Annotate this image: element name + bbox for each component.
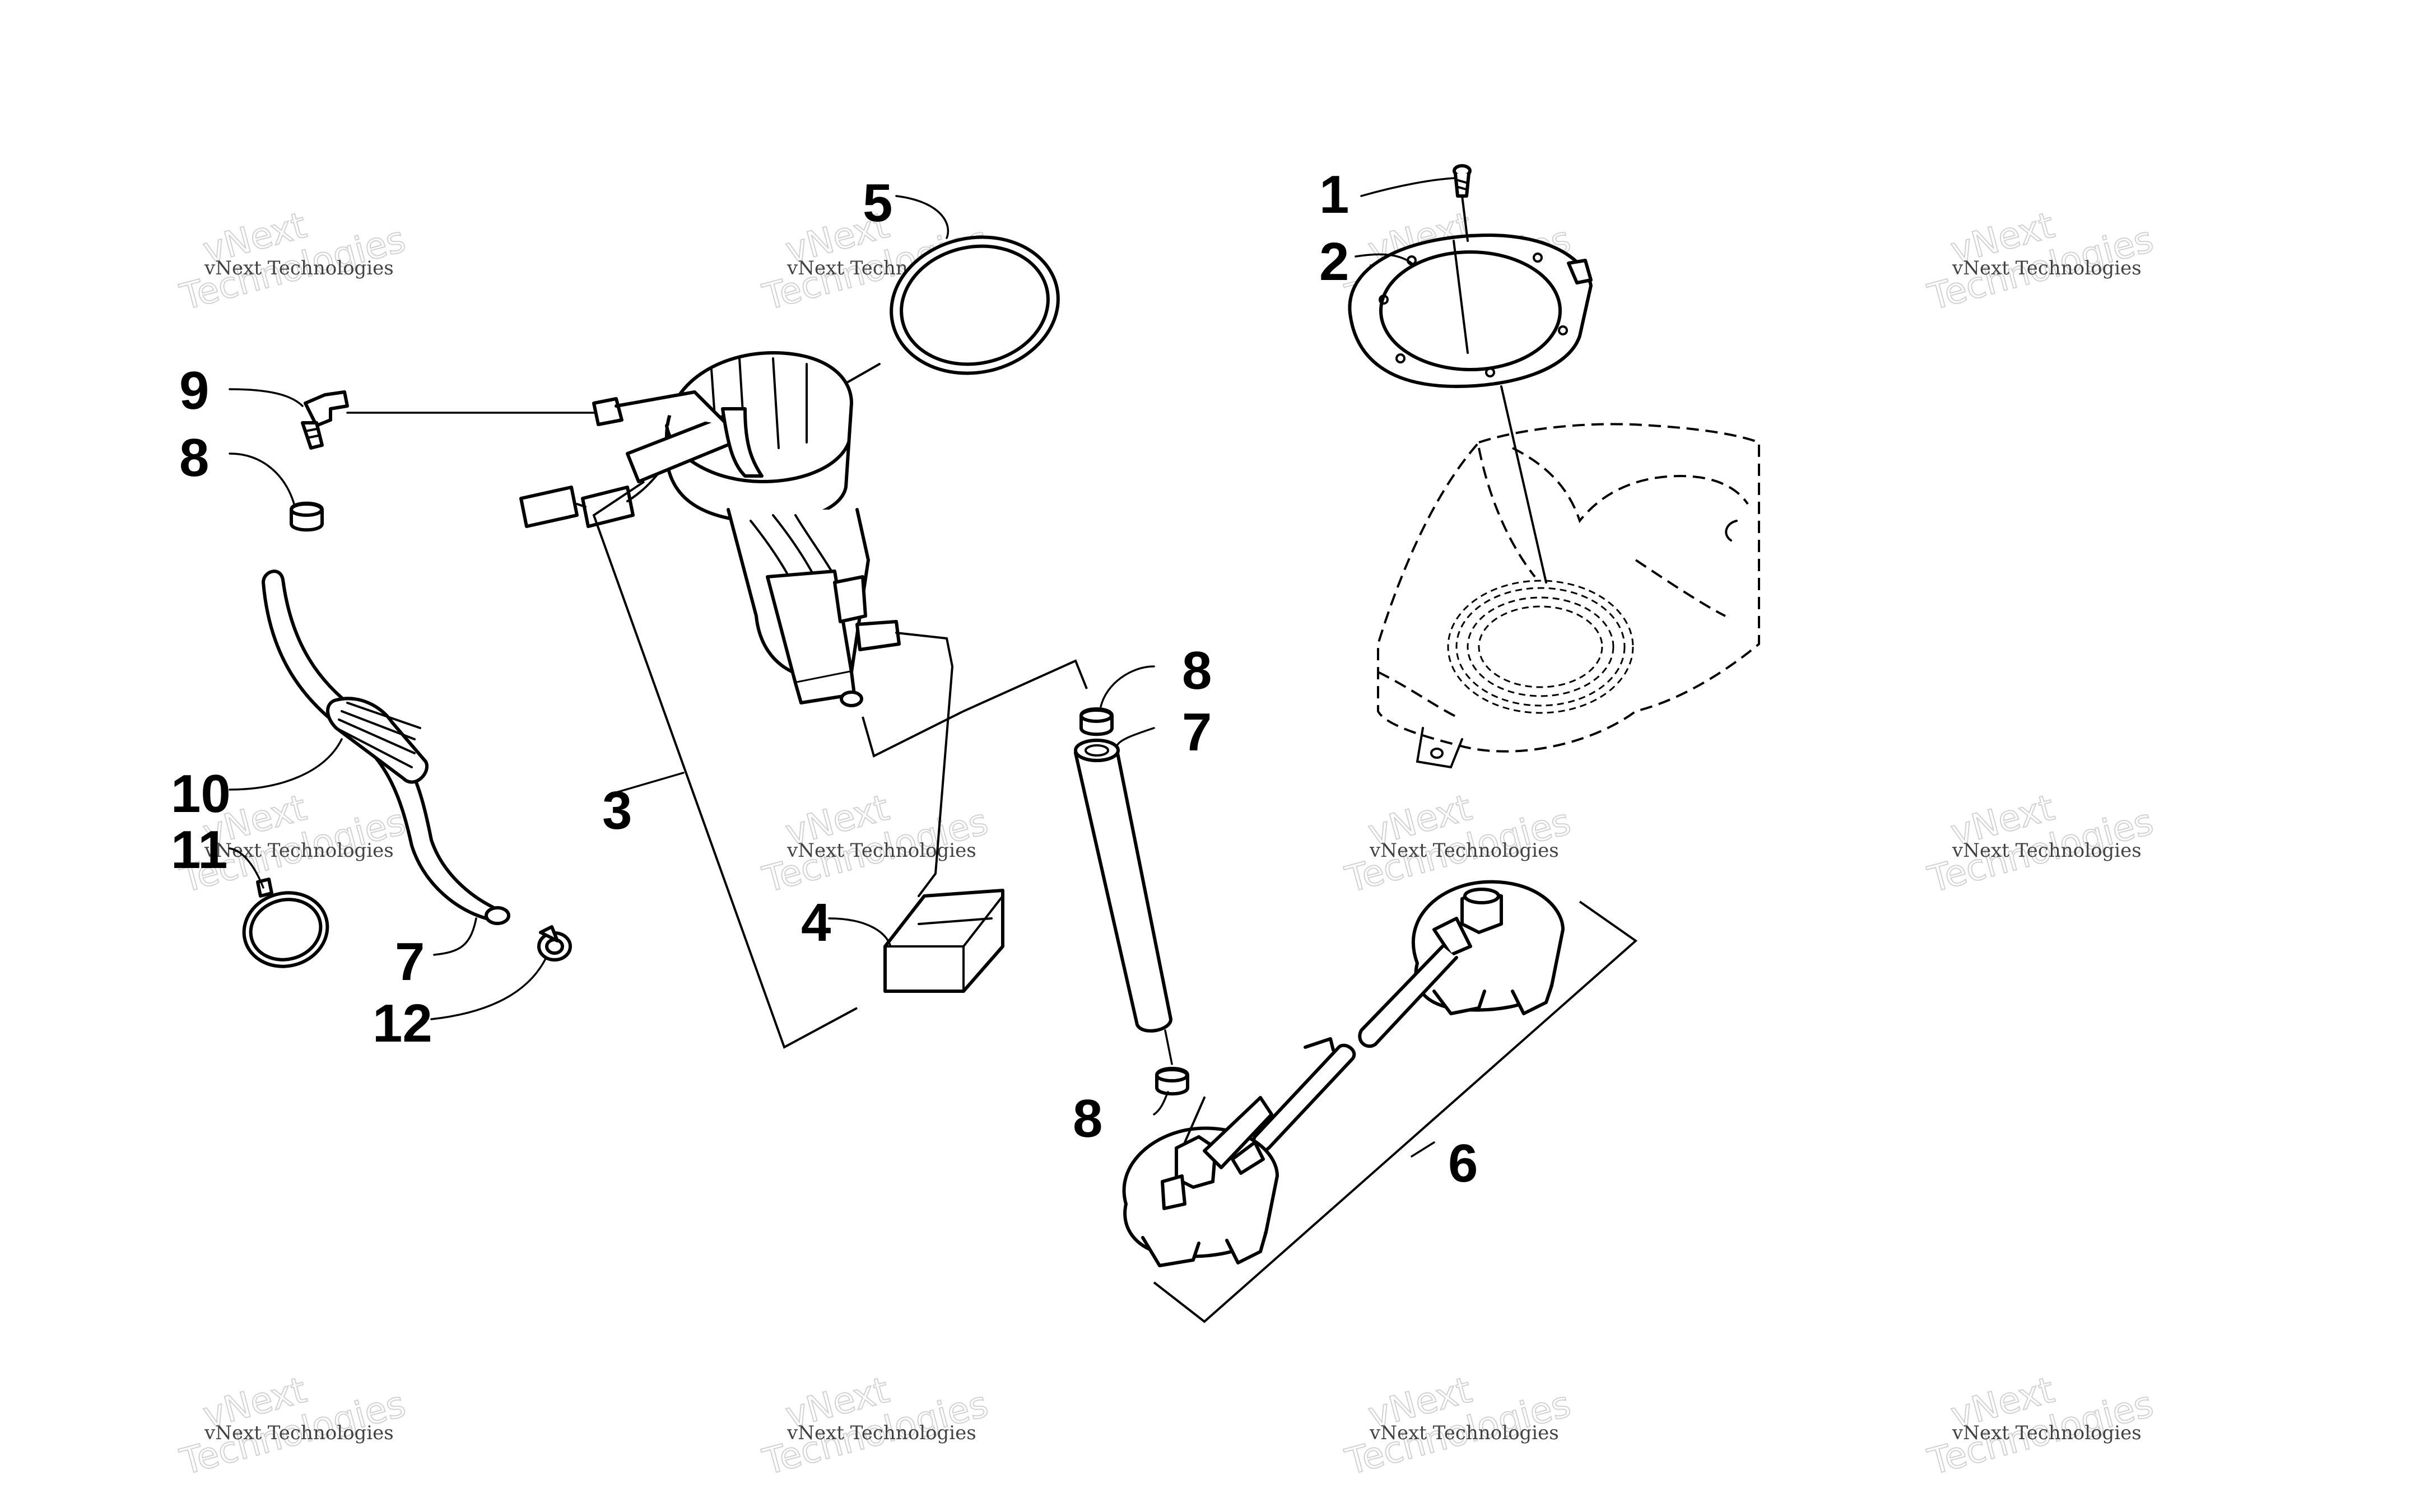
callout-2: 2 [1319, 232, 1349, 292]
watermark-small: vNext Technologies [787, 1422, 976, 1444]
mounting-ring-plate [1348, 195, 1593, 584]
assembly-bracket-6 [1153, 900, 1638, 1323]
watermark-small: vNext Technologies [787, 839, 976, 862]
hose-clamp-middle-lower [1155, 1029, 1189, 1096]
watermark-small: vNext Technologies [1952, 839, 2142, 862]
fuel-tank-outline [1377, 423, 1760, 769]
watermark-small: vNext Technologies [1952, 257, 2142, 279]
callout-labels: 1 2 3 4 5 6 7 7 8 8 8 9 10 11 12 [171, 165, 1478, 1193]
bracket-pump-to-hose [862, 659, 1088, 758]
o-ring-seal [839, 235, 1060, 388]
callout-8-left: 8 [179, 428, 209, 488]
fuel-hose-left [262, 570, 510, 925]
callout-8-middle-lower: 8 [1073, 1089, 1102, 1149]
watermark-small: vNext Technologies [1369, 839, 1559, 862]
watermark-tile: vNext Technologies vNext Technologies [1923, 1369, 2158, 1484]
fuel-pump-assembly [519, 351, 954, 897]
callout-7-left: 7 [395, 932, 425, 992]
fuel-pickup-assembly [1122, 880, 1565, 1267]
fuel-hose-middle [1074, 739, 1172, 1033]
watermark-small: vNext Technologies [204, 1422, 394, 1444]
small-clamp [537, 925, 572, 962]
callout-9: 9 [179, 361, 209, 421]
watermark-small: vNext Technologies [204, 839, 394, 862]
callout-4: 4 [801, 893, 831, 953]
hose-clamp-middle-upper [1079, 707, 1114, 736]
callout-6: 6 [1448, 1133, 1478, 1193]
callout-1: 1 [1319, 165, 1349, 225]
watermark-tile: vNext Technologies vNext Technologies [175, 204, 410, 319]
leader-lines [229, 177, 1456, 1158]
hose-clamp-left [290, 501, 324, 532]
callout-3: 3 [602, 781, 632, 841]
callout-7-middle: 7 [1182, 702, 1212, 762]
screw-part [1453, 164, 1472, 198]
callout-8-middle-upper: 8 [1182, 641, 1212, 701]
callout-10: 10 [171, 764, 231, 824]
watermark-tile: vNext Technologies vNext Technologies [1341, 787, 1575, 902]
watermark-small: vNext Technologies [1369, 1422, 1559, 1444]
elbow-fitting [301, 390, 595, 450]
watermark-tile: vNext Technologies vNext Technologies [175, 1369, 410, 1484]
watermark-tile: vNext Technologies vNext Technologies [758, 1369, 993, 1484]
watermark-small: vNext Technologies [1952, 1422, 2142, 1444]
band-clamp [242, 878, 329, 968]
sending-unit [883, 889, 1004, 993]
assembly-bracket-3 [592, 480, 858, 1049]
watermark-tile: vNext Technologies vNext Technologies [1923, 204, 2158, 319]
watermark-tile: vNext Technologies vNext Technologies [758, 787, 993, 902]
watermark-tile: vNext Technologies vNext Technologies [1923, 787, 2158, 902]
callout-11: 11 [171, 820, 227, 880]
watermark-tile: vNext Technologies vNext Technologies [1341, 1369, 1575, 1484]
watermark-small: vNext Technologies [204, 257, 394, 279]
callout-5: 5 [863, 173, 892, 233]
callout-12: 12 [373, 993, 432, 1053]
